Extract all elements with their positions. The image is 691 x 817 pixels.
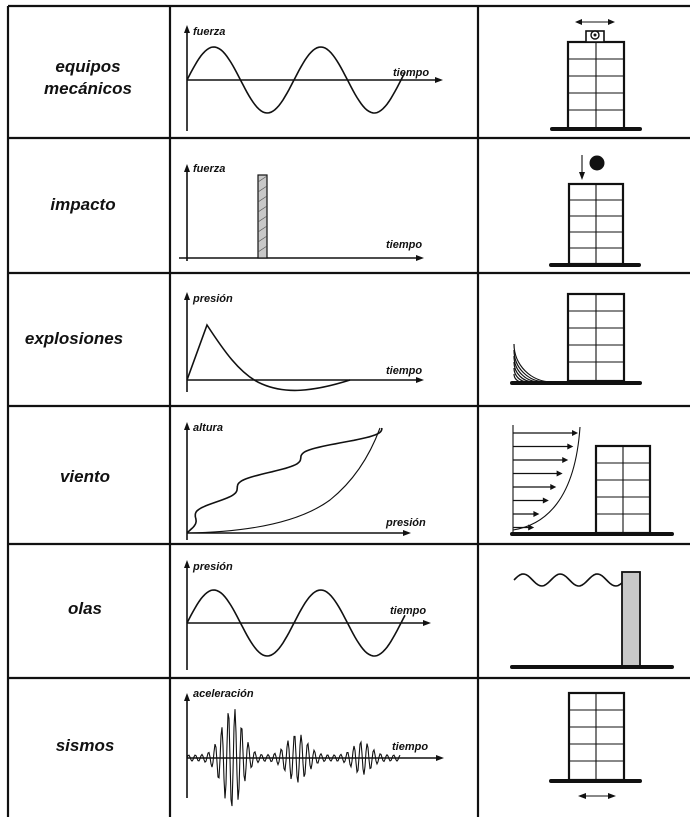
blast-pressure-curve xyxy=(186,323,351,392)
building-machine-icon xyxy=(550,19,642,131)
arrow-right-icon xyxy=(533,511,540,517)
row-label: sismos xyxy=(56,736,115,755)
row-label: olas xyxy=(68,599,102,618)
seawall xyxy=(621,571,641,669)
graph-equipos-mecanicos xyxy=(184,25,443,131)
x-axis-label: tiempo xyxy=(393,67,429,79)
x-axis-label: tiempo xyxy=(386,239,422,251)
building-wind-icon xyxy=(510,425,674,536)
arrow-right-icon xyxy=(436,755,444,761)
y-axis-label: aceleración xyxy=(193,688,254,700)
seawall-wave-icon xyxy=(510,571,674,669)
gust-profile-curve xyxy=(186,427,383,534)
x-axis-label: tiempo xyxy=(390,605,426,617)
mean-wind-profile xyxy=(186,427,381,534)
arrow-up-icon xyxy=(184,164,190,172)
graph-explosiones xyxy=(184,292,424,392)
x-axis-label: tiempo xyxy=(386,365,422,377)
x-axis-label: tiempo xyxy=(392,741,428,753)
arrow-right-icon xyxy=(562,457,569,463)
graph-olas xyxy=(184,560,431,670)
arrow-right-icon xyxy=(416,377,424,383)
arrow-right-icon xyxy=(528,524,535,531)
row-label: mecánicos xyxy=(44,79,132,98)
table-grid xyxy=(6,4,690,817)
building-impact-icon xyxy=(549,155,641,267)
row-label: impacto xyxy=(50,195,115,214)
arrow-up-icon xyxy=(184,560,190,568)
arrow-up-icon xyxy=(184,693,190,701)
impulse-bar xyxy=(257,174,268,259)
graph-viento xyxy=(184,422,411,540)
arrow-up-icon xyxy=(184,292,190,300)
axis-labels: fuerza tiempo fuerza tiempo presión tiem… xyxy=(192,26,429,753)
arrow-right-icon xyxy=(556,470,563,477)
row-label: viento xyxy=(60,467,110,486)
y-axis-label: presión xyxy=(192,293,233,305)
arrow-right-icon xyxy=(403,530,411,536)
arrow-right-icon xyxy=(572,430,579,436)
sine-curve xyxy=(186,46,406,114)
arrow-up-icon xyxy=(184,25,190,33)
row-label: explosiones xyxy=(25,329,123,348)
y-axis-label: fuerza xyxy=(193,163,225,175)
row-label: equipos xyxy=(55,57,120,76)
wind-arrows xyxy=(513,430,579,531)
arrow-up-icon xyxy=(184,422,190,430)
x-axis-label: presión xyxy=(385,517,426,529)
y-axis-label: fuerza xyxy=(193,26,225,38)
arrow-right-icon xyxy=(542,497,549,504)
arrow-right-icon xyxy=(423,620,431,626)
arrow-right-icon xyxy=(416,255,424,261)
building-earthquake-icon xyxy=(549,691,642,799)
graph-impacto xyxy=(179,164,424,261)
row-labels: equipos mecánicos impacto explosiones vi… xyxy=(25,57,132,755)
sine-curve xyxy=(186,589,406,657)
wave-icon xyxy=(513,573,623,587)
arrow-right-icon xyxy=(550,484,557,490)
accelerogram-curve xyxy=(186,709,401,807)
graph-sismos xyxy=(184,693,444,807)
y-axis-label: altura xyxy=(193,422,223,434)
building-blast-icon xyxy=(510,292,642,385)
arrow-right-icon xyxy=(567,443,574,450)
y-axis-label: presión xyxy=(192,561,233,573)
arrow-right-icon xyxy=(435,77,443,83)
